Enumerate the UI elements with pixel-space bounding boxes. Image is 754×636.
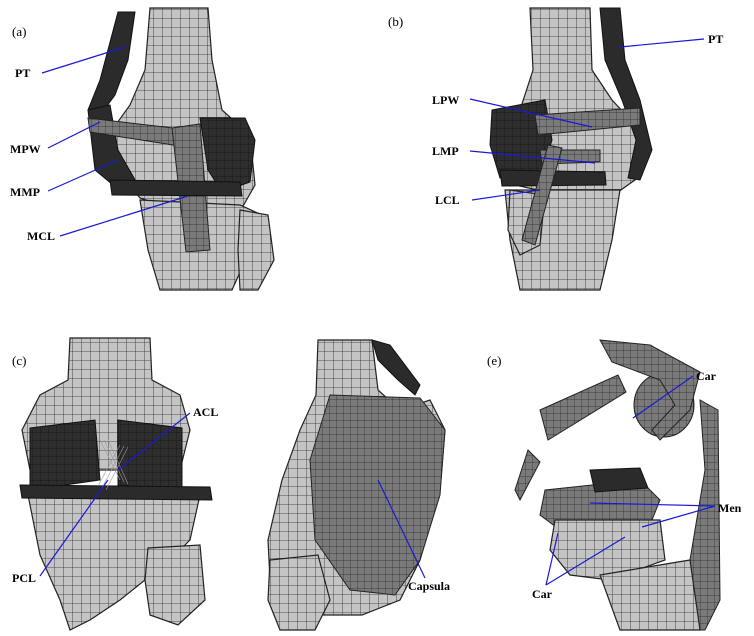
panel-e: (e) Car Men Car [487, 340, 742, 630]
label-b-pt: PT [708, 32, 723, 46]
panel-a-label: (a) [12, 24, 26, 39]
tibia [268, 555, 330, 630]
leader-b-pt [620, 39, 704, 47]
fibula [238, 210, 274, 290]
panel-a: (a) PT MPW MMP MCL [10, 8, 274, 290]
label-e-car-top: Car [696, 369, 717, 383]
label-b-lpw: LPW [432, 93, 459, 107]
panel-b-label: (b) [388, 14, 403, 29]
panel-e-label: (e) [487, 353, 501, 368]
label-a-mmp: MMP [10, 185, 40, 199]
label-a-mcl: MCL [27, 229, 55, 243]
label-b-lcl: LCL [435, 193, 460, 207]
label-a-mpw: MPW [10, 142, 41, 156]
lateral-condyle-cartilage [118, 420, 182, 490]
joint-line [20, 485, 212, 500]
panel-d: Capsula [268, 340, 450, 630]
fibula [145, 545, 205, 625]
capsule-fragment [540, 375, 626, 440]
label-d-capsula: Capsula [408, 579, 450, 593]
label-c-acl: ACL [193, 405, 218, 419]
label-e-car-bottom: Car [532, 587, 553, 601]
tendon [372, 340, 420, 395]
panel-c: (c) ACL PCL [12, 338, 218, 630]
joint-line [110, 180, 242, 196]
label-c-pcl: PCL [12, 571, 36, 585]
panel-b: (b) PT LPW LMP LCL [388, 8, 723, 290]
label-e-men: Men [718, 501, 742, 515]
label-b-lmp: LMP [432, 144, 459, 158]
medial-condyle-cartilage [30, 420, 100, 490]
capsule-sliver [515, 450, 540, 500]
cruciate-remnant [590, 468, 648, 492]
label-a-pt: PT [15, 66, 30, 80]
patellar-tendon-pt [88, 12, 135, 118]
panel-c-label: (c) [12, 353, 26, 368]
